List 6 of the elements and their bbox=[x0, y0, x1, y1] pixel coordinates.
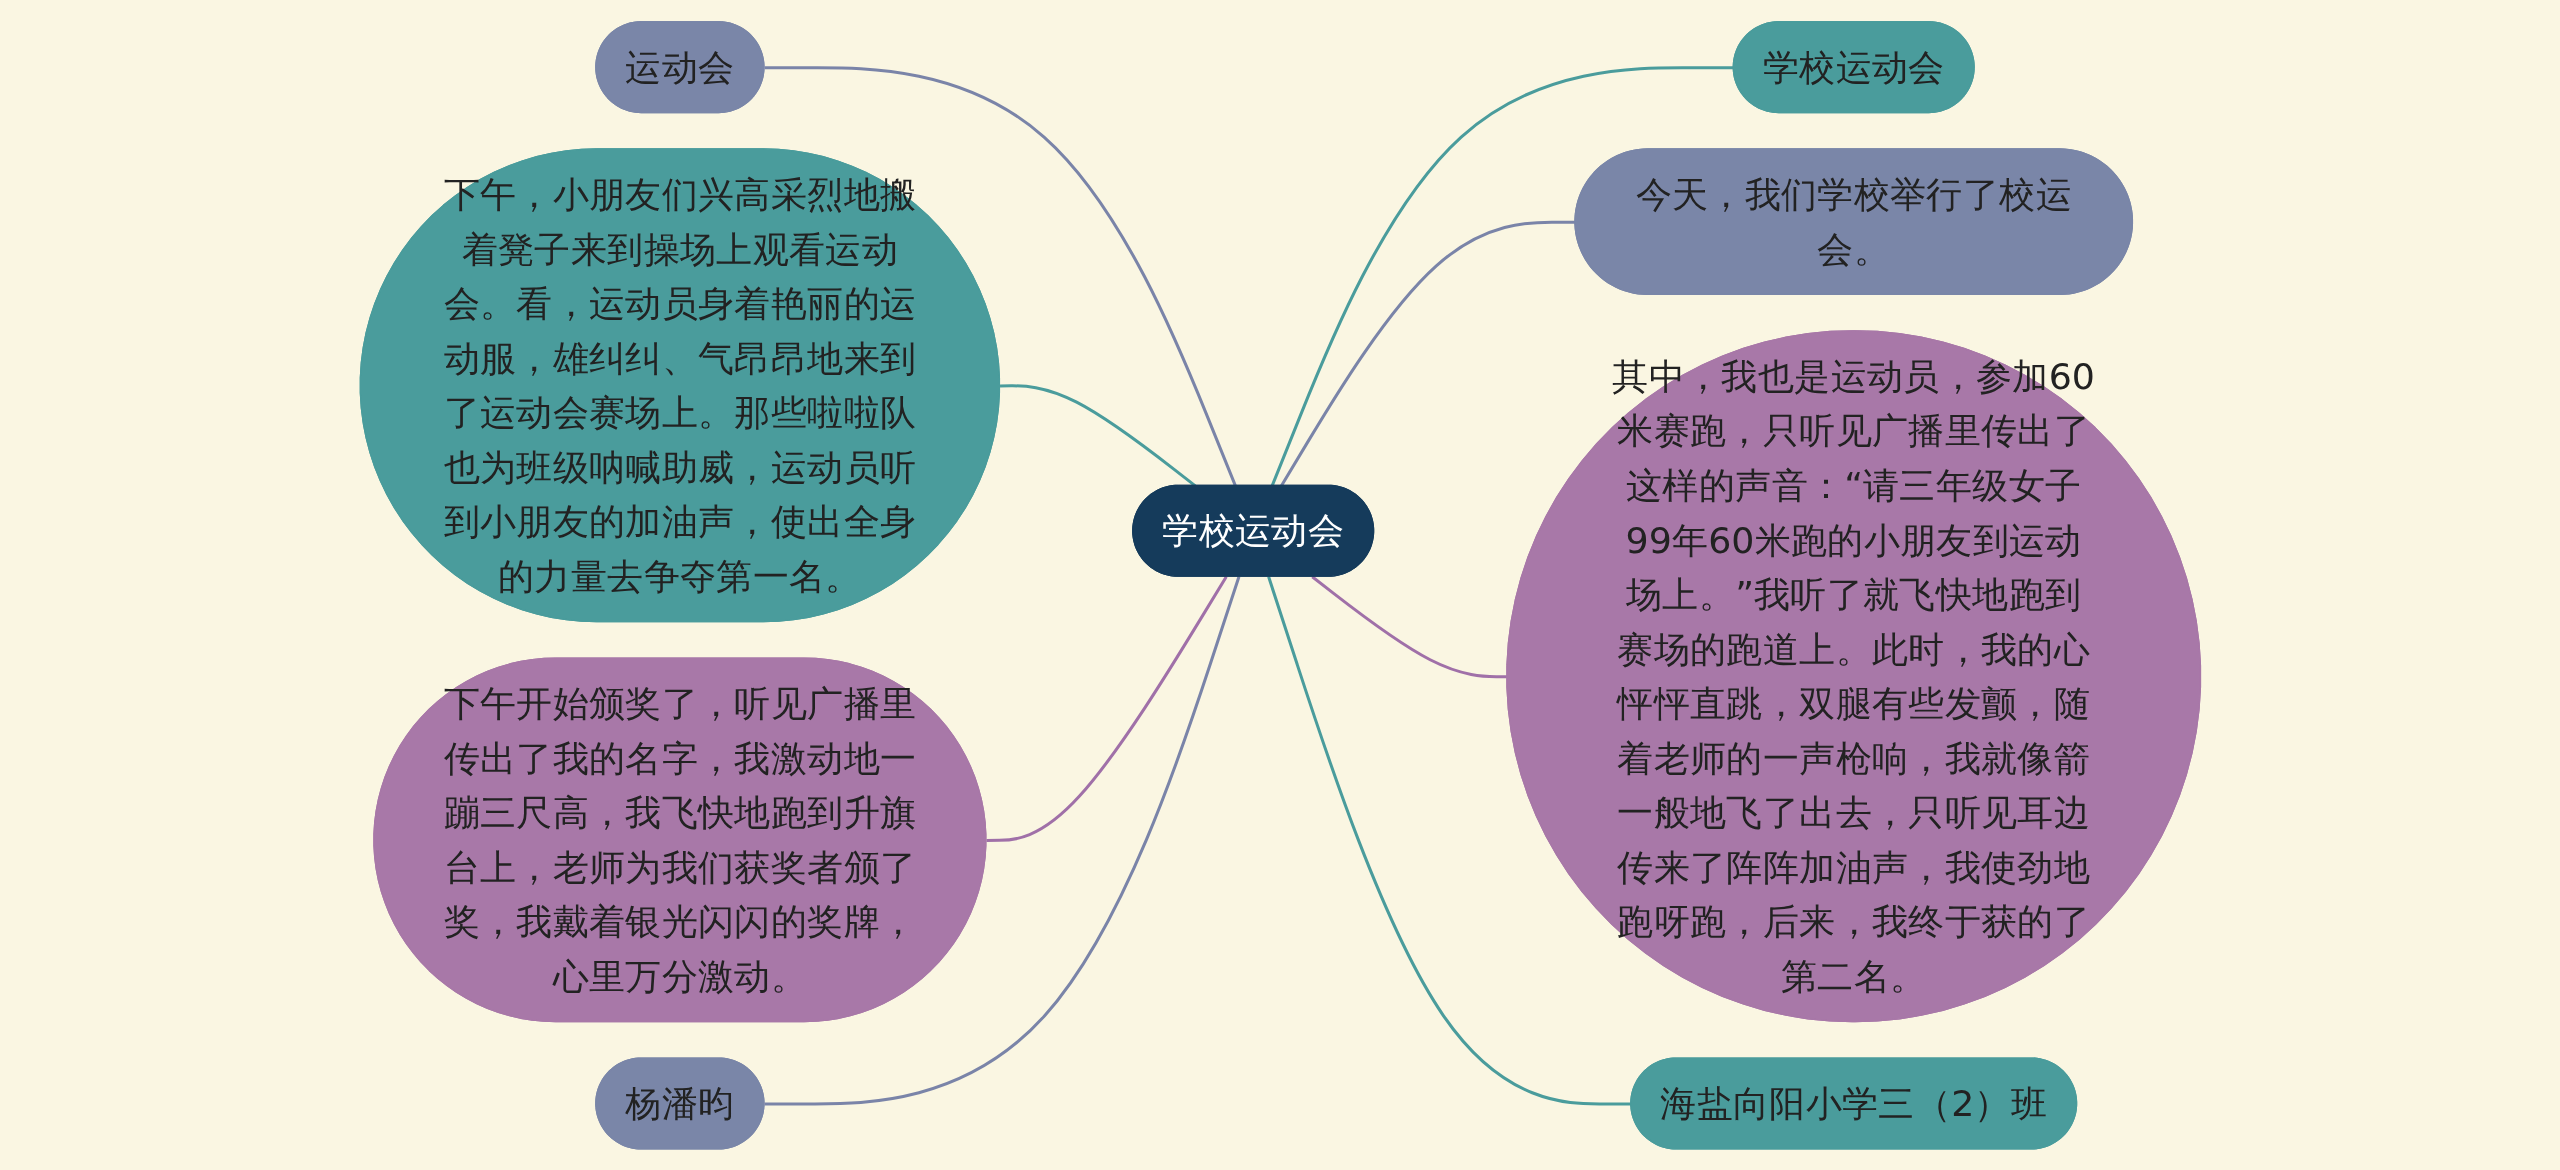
connector bbox=[986, 575, 1228, 842]
connector bbox=[999, 384, 1196, 487]
connector bbox=[764, 65, 1237, 487]
connector bbox=[1266, 576, 1631, 1106]
connector bbox=[1270, 65, 1734, 487]
connector bbox=[764, 576, 1240, 1106]
